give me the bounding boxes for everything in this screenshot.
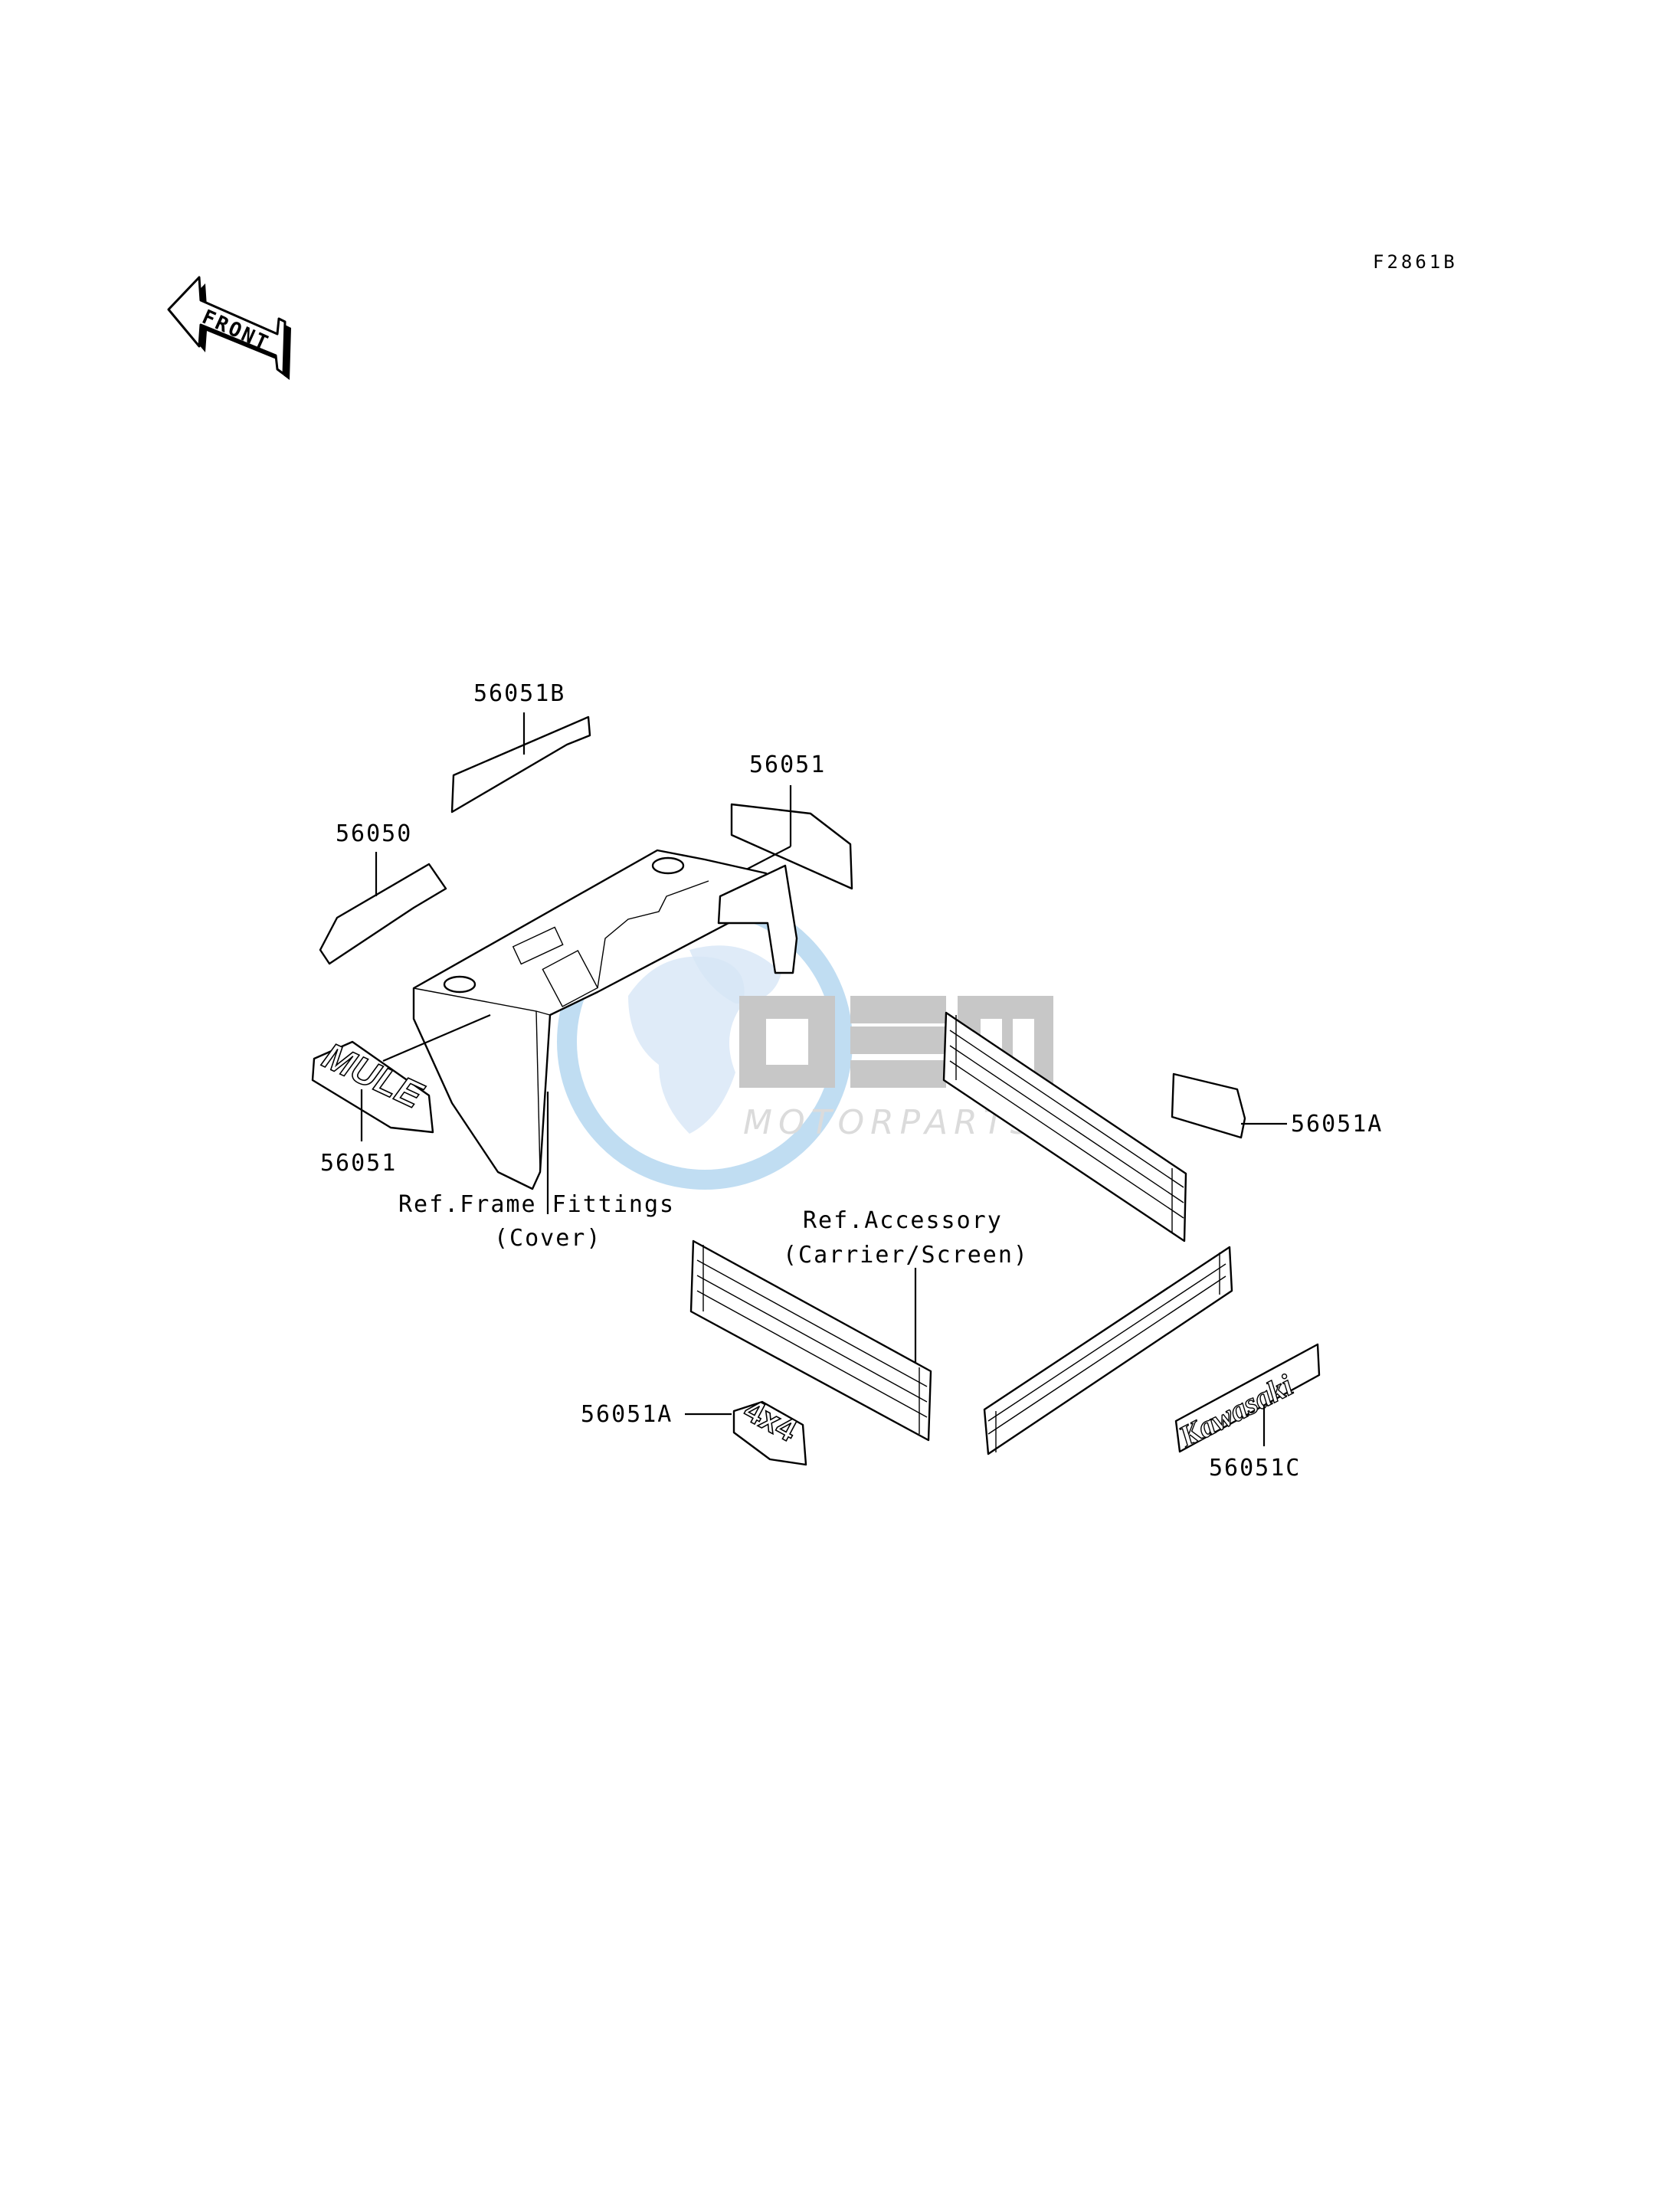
ref-accessory-line2: (Carrier/Screen) [783, 1242, 1029, 1269]
screen-panel-upper [942, 1011, 1187, 1243]
ref-accessory: Ref.Accessory (Carrier/Screen) [783, 1207, 1029, 1371]
callout-56051A-right: 56051A [1291, 1111, 1383, 1138]
ref-frame-line2: (Cover) [494, 1225, 601, 1252]
decal-56051B: 56051B [450, 680, 591, 814]
front-arrow-icon: FRONT [167, 276, 291, 380]
ref-accessory-line1: Ref.Accessory [803, 1207, 1003, 1234]
callout-56051-left: 56051 [320, 1150, 397, 1177]
decal-56051-top: 56051 [730, 751, 853, 890]
screen-panel-lower-right [983, 1246, 1233, 1455]
callout-56051C: 56051C [1209, 1455, 1301, 1482]
screen-panel-lower-left [689, 1239, 932, 1442]
decal-56051A-right: 56051A [1171, 1072, 1383, 1139]
decal-kawasaki: Kawasaki 56051C [1172, 1343, 1321, 1482]
kawasaki-text: Kawasaki [1173, 1367, 1298, 1454]
figure-code: F2861B [1373, 251, 1458, 273]
cover-part: Ref.Frame Fittings (Cover) [398, 849, 798, 1252]
callout-56050: 56050 [336, 820, 412, 847]
decal-56050: 56050 [319, 820, 447, 965]
callout-56051-top: 56051 [749, 751, 826, 778]
ref-frame-line1: Ref.Frame Fittings [398, 1191, 675, 1218]
decal-4x4: 4x4 56051A [581, 1391, 807, 1466]
front-label: FRONT [198, 306, 273, 355]
callout-56051A-bottom: 56051A [581, 1401, 673, 1428]
callout-56051B: 56051B [473, 680, 565, 707]
watermark-sub: MOTORPARTS [743, 1103, 1038, 1142]
